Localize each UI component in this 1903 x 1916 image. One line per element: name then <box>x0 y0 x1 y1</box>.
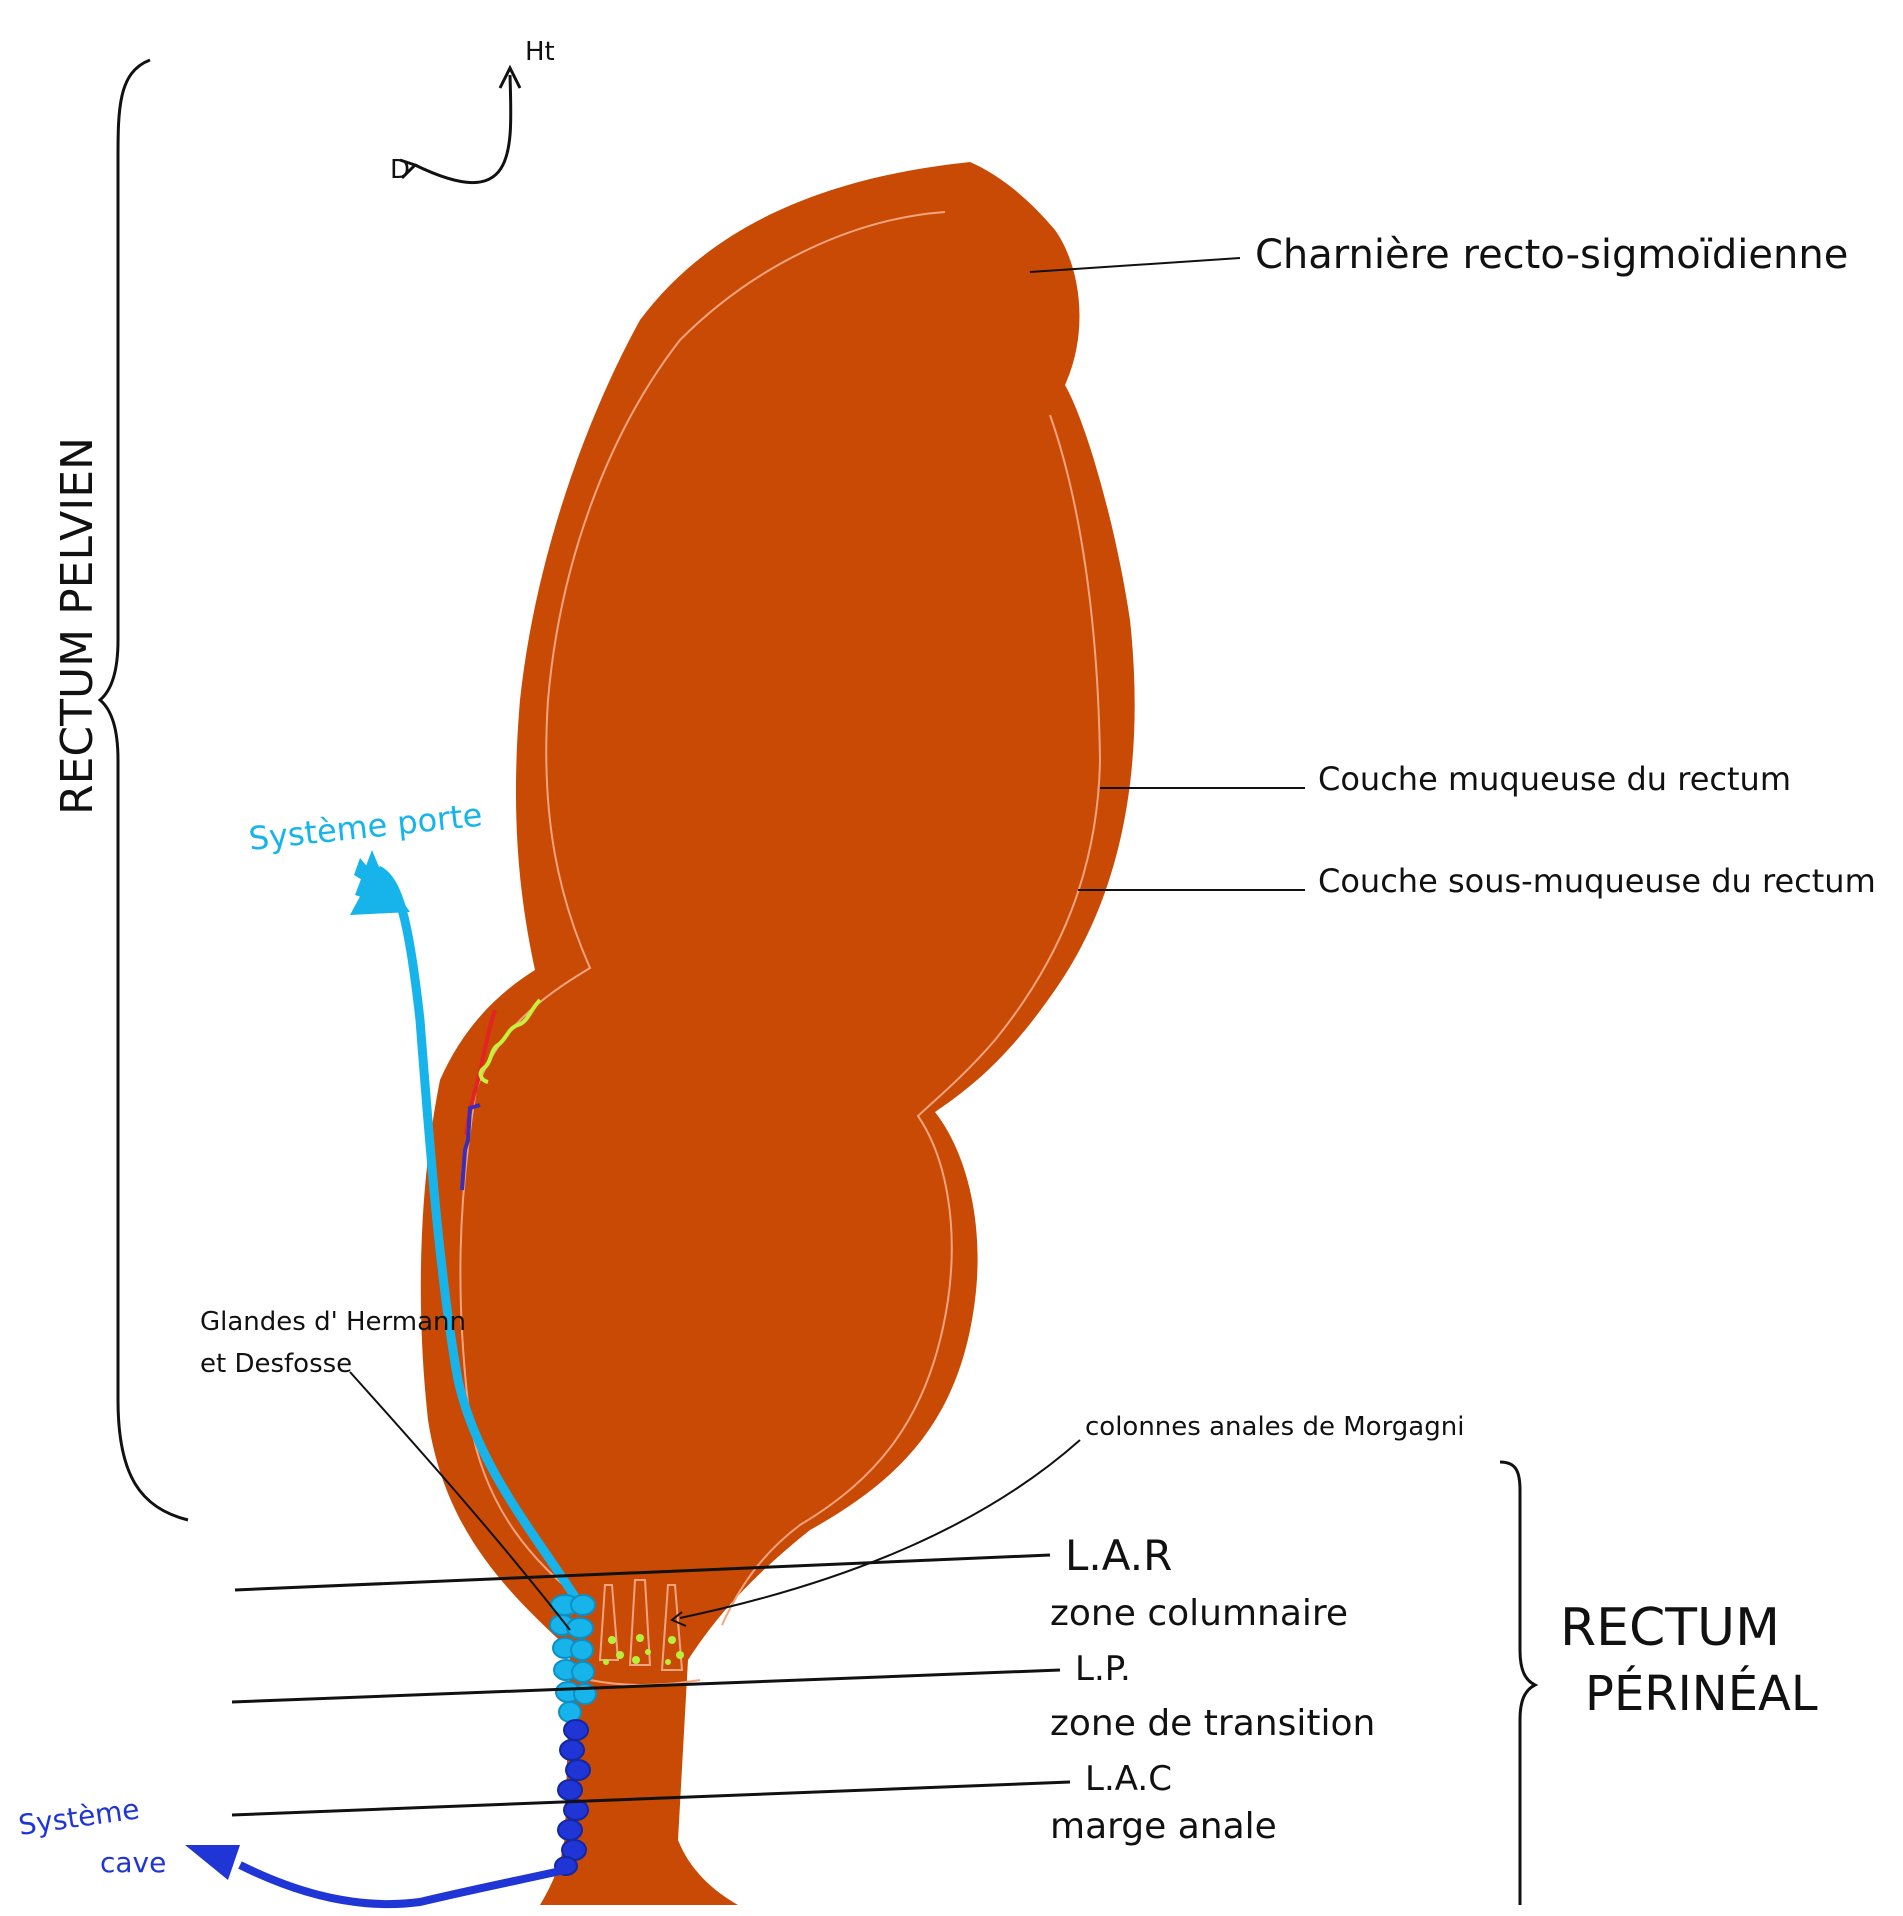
orientation-right-label: D <box>390 155 410 185</box>
label-couche-sous-muqueuse: Couche sous-muqueuse du rectum <box>1318 862 1876 900</box>
label-glandes-line2: et Desfosse <box>200 1349 352 1379</box>
label-rectum-perineal-line1: RECTUM <box>1560 1598 1780 1658</box>
systeme-cave-arrowhead <box>185 1845 240 1880</box>
systeme-cave-vessel <box>240 1865 565 1904</box>
label-rectum-perineal-line2: PÉRINÉAL <box>1585 1665 1818 1722</box>
label-rectum-pelvien: RECTUM PELVIEN <box>52 437 103 815</box>
label-systeme-porte: Système porte <box>247 796 484 858</box>
label-zone-columnaire: zone columnaire <box>1050 1593 1348 1634</box>
label-couche-muqueuse: Couche muqueuse du rectum <box>1318 760 1791 798</box>
orientation-up-label: Ht <box>525 37 555 67</box>
label-colonnes: colonnes anales de Morgagni <box>1085 1412 1464 1442</box>
label-glandes-line1: Glandes d' Hermann <box>200 1307 466 1337</box>
label-lp: L.P. <box>1075 1649 1131 1689</box>
label-lar: L.A.R <box>1065 1531 1172 1580</box>
rectum-body <box>421 162 1135 1905</box>
label-systeme-cave-line1: Système <box>16 1792 141 1842</box>
label-lac: L.A.C <box>1085 1759 1172 1799</box>
rectum-perineal-brace <box>1500 1462 1535 1905</box>
label-marge-anale: marge anale <box>1050 1806 1277 1847</box>
label-charniere: Charnière recto-sigmoïdienne <box>1255 232 1848 278</box>
orientation-marker: Ht D <box>390 37 555 185</box>
rectum-pelvien-brace <box>100 60 188 1520</box>
label-zone-transition: zone de transition <box>1050 1703 1375 1744</box>
label-systeme-cave-line2: cave <box>100 1846 166 1879</box>
